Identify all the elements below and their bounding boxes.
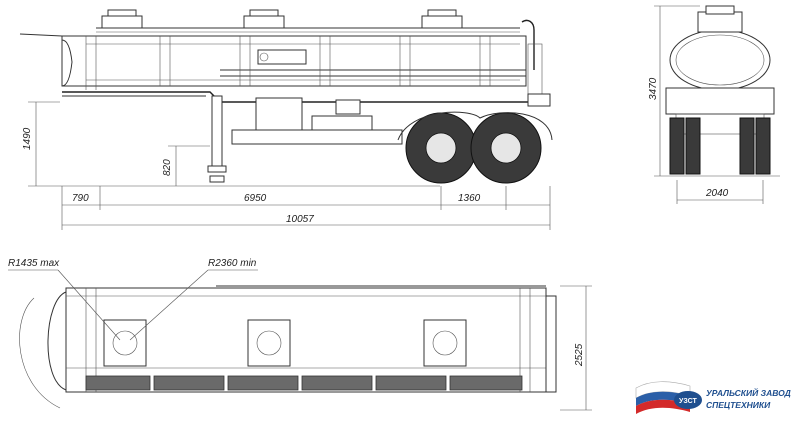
- tank-label-plate: [257, 49, 307, 65]
- dim-total-height: 3470: [648, 77, 659, 100]
- rear-wheel-right: [755, 117, 771, 175]
- dim-frame-height: 1490: [22, 127, 33, 150]
- top-walkway: [85, 375, 523, 391]
- logo-badge-icon: [674, 391, 702, 409]
- company-logo: УЗСТ УРАЛЬСКИЙ ЗАВОД СПЕЦТЕХНИКИ: [635, 381, 791, 414]
- logo-badge: УЗСТ: [679, 398, 697, 405]
- side-dimension-lines: [28, 101, 551, 230]
- top-view: R1435 max R2360 min 2525: [8, 258, 592, 411]
- rear-wheel-left: [669, 117, 685, 175]
- chassis-frame: [62, 91, 550, 103]
- logo-line2: СПЕЦТЕХНИКИ: [706, 400, 771, 410]
- rear-tank: [669, 29, 771, 91]
- dim-support-height: 820: [162, 159, 173, 176]
- dim-total-length: 10057: [286, 214, 314, 225]
- logo-line1: УРАЛЬСКИЙ ЗАВОД: [706, 387, 791, 398]
- side-wheels: [397, 111, 553, 184]
- landing-gear: [211, 95, 223, 167]
- dim-top-width: 2525: [574, 343, 585, 367]
- dim-radius-turn: R2360 min: [208, 258, 257, 269]
- rear-view: 3470 2040: [648, 5, 780, 204]
- dim-track-width: 2040: [705, 188, 729, 199]
- dim-front-overhang: 790: [72, 193, 89, 204]
- dim-wheelbase: 6950: [244, 193, 267, 204]
- dim-rear-axles: 1360: [458, 193, 481, 204]
- side-domes: [96, 9, 520, 33]
- side-view: 790 6950 1360 10057 1490 820: [19, 9, 553, 230]
- top-hatches: [103, 319, 467, 367]
- tool-box: [255, 97, 303, 131]
- dim-radius-front: R1435 max: [8, 258, 60, 269]
- turn-radius-arc: [19, 297, 61, 409]
